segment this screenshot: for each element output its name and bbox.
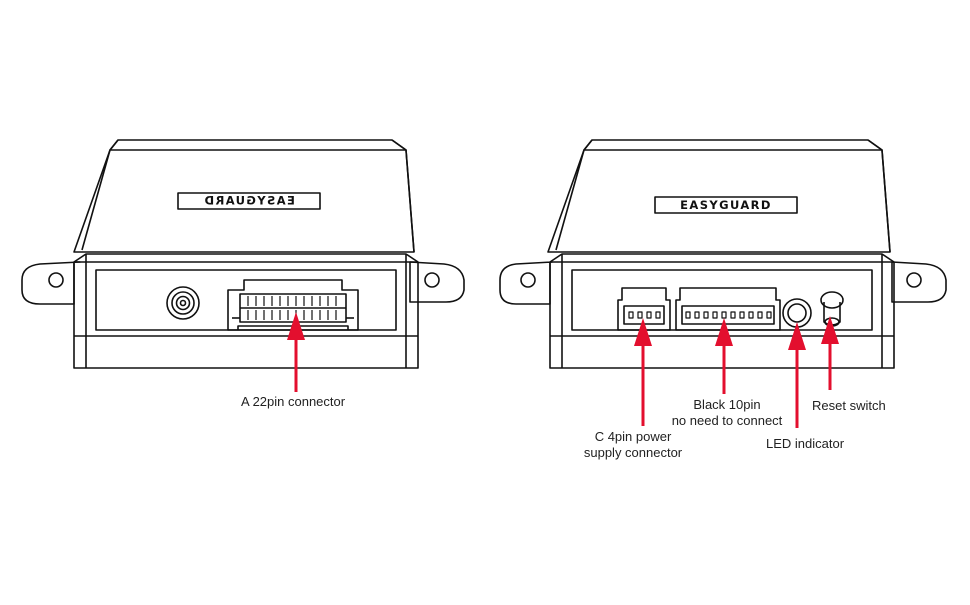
right-mount-ear-right (891, 261, 947, 303)
right-brand-text: EASYGUARD (680, 198, 772, 212)
left-brand-plate (177, 192, 321, 210)
connector-10pin-shape (675, 287, 781, 331)
arrow-4pin (634, 318, 652, 426)
label-4pin-power-line1: C 4pin power (594, 429, 672, 444)
left-brand-text: EASYGUARD (203, 194, 295, 208)
label-4pin-power-line2: supply connector (583, 445, 683, 460)
reset-switch-shape (820, 291, 844, 327)
right-mount-ear-left (499, 261, 553, 305)
arrow-22pin (287, 312, 305, 392)
right-brand-plate (654, 196, 798, 214)
label-led-indicator: LED indicator (766, 436, 845, 451)
arrow-reset (821, 316, 839, 390)
arrow-10pin (715, 318, 733, 394)
label-10pin-line1: Black 10pin (693, 397, 761, 412)
right-front-panel (571, 269, 873, 331)
left-device-body (73, 253, 419, 369)
label-22pin-connector: A 22pin connector (241, 394, 346, 409)
left-mount-ear-left (21, 261, 81, 305)
right-device-lid (547, 139, 891, 253)
left-device (21, 139, 465, 369)
left-front-panel (95, 269, 397, 331)
antenna-connector (166, 286, 200, 320)
label-reset-switch: Reset switch (812, 398, 886, 413)
label-10pin-line2: no need to connect (671, 413, 783, 428)
right-device-body (549, 253, 895, 369)
left-mount-ear-right (409, 261, 465, 303)
arrow-led (788, 322, 806, 428)
